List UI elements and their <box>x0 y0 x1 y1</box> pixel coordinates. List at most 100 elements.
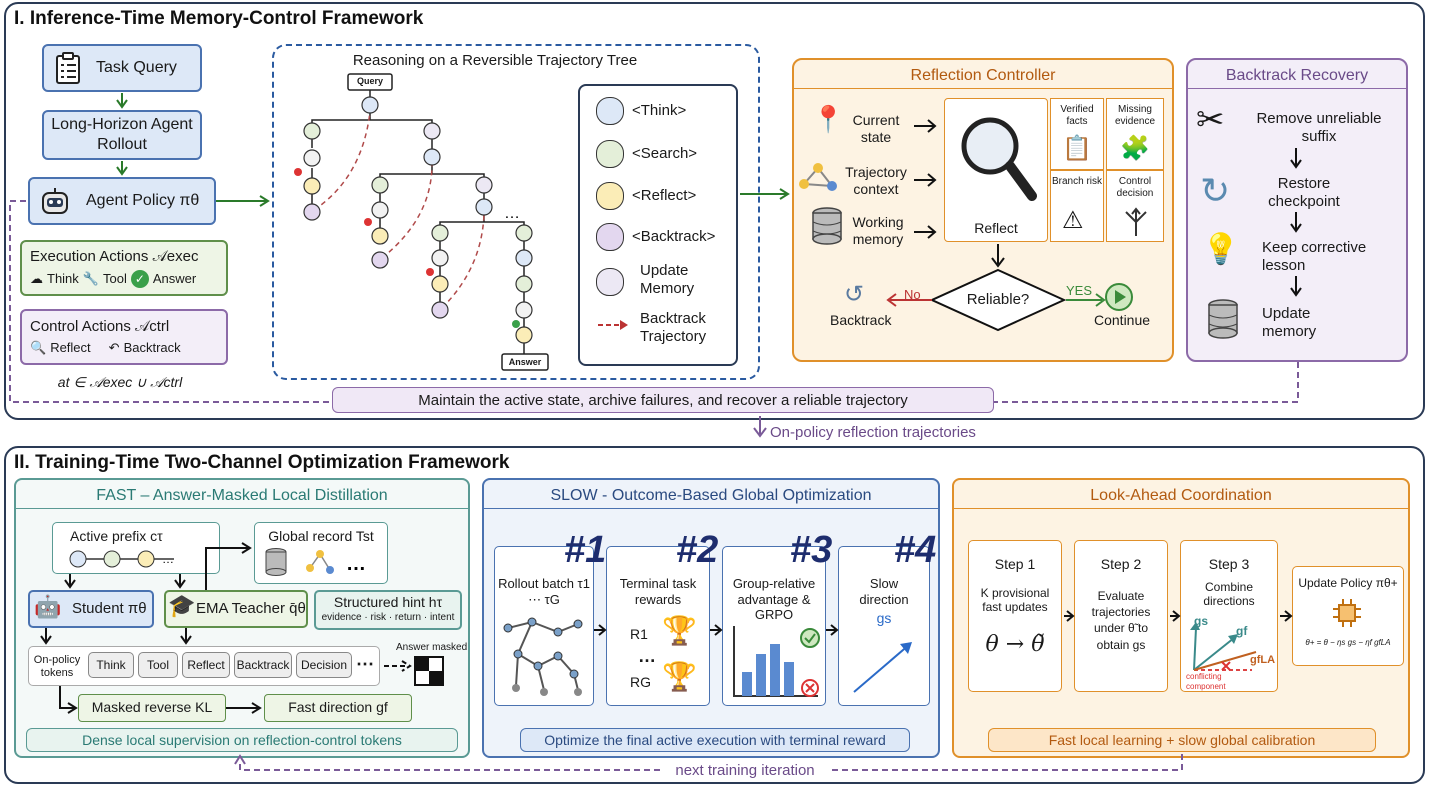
fast-footer-box <box>26 728 458 752</box>
restore-icon: ↻ <box>1200 170 1231 211</box>
token-decision: Decision <box>296 652 352 678</box>
puzzle-icon: 🧩 <box>1120 135 1150 162</box>
section2-panel <box>4 446 1425 784</box>
recovery-title-rule <box>1186 88 1408 89</box>
fast-connectors <box>40 542 412 714</box>
section2-title: II. Training-Time Two-Channel Optimizati… <box>14 452 510 473</box>
link-label: On-policy reflection trajectories <box>770 424 976 441</box>
fast-direction-box <box>264 694 412 722</box>
tree-legend <box>578 84 738 366</box>
card-missing <box>1106 98 1164 170</box>
la-step1-formula: θ → θ̃ <box>985 632 1045 657</box>
recovery-step-1: Remove unreliable suffix <box>1256 110 1382 145</box>
token-tool: Tool <box>138 652 178 678</box>
slow-step4-box <box>838 546 930 706</box>
legend-dashed-arrow-icon <box>598 320 628 330</box>
slow-step2-label: Terminal task rewards <box>619 576 697 607</box>
recovery-database-icon <box>1208 299 1238 339</box>
lookahead-footer-box <box>988 728 1376 752</box>
no-arrow <box>886 293 932 307</box>
recovery-step-3: Keep corrective lesson <box>1262 239 1367 274</box>
legend-backtrack-icon <box>596 223 624 251</box>
section1-connectors <box>9 93 1299 438</box>
combine-gfla: gfLA <box>1250 654 1276 666</box>
recovery-step-2: Restore checkpoint <box>1268 175 1340 210</box>
legend-reflect: <Reflect> <box>632 187 697 204</box>
la-step2-text: Evaluate trajectories under θ̃ to obtain… <box>1091 589 1151 652</box>
token-backtrack: Backtrack <box>234 652 292 678</box>
magnifier-icon: 🔍 <box>30 340 47 356</box>
svg-text:…: … <box>346 553 366 575</box>
trophy-icon-2: 🏆 <box>662 661 697 692</box>
la-step3-box <box>1180 540 1278 692</box>
hint-title: Structured hint hτ <box>333 594 443 610</box>
fast-direction-label: Fast direction gf <box>288 699 388 715</box>
update-policy-label: Update Policy πθ+ <box>1298 576 1398 590</box>
la-step2-title: Step 2 <box>1100 556 1142 572</box>
legend-think-icon <box>596 97 624 125</box>
card-missing-label: Missing evidence <box>1114 104 1156 127</box>
slow-title-rule <box>482 508 940 509</box>
kl-label: Masked reverse KL <box>91 699 213 715</box>
ctrl-actions-title: Control Actions 𝒜ctrl <box>30 317 170 335</box>
maintain-label: Maintain the active state, archive failu… <box>418 392 908 409</box>
slow-footer: Optimize the final active execution with… <box>544 732 886 748</box>
token-reflect: Reflect <box>182 652 230 678</box>
tree-panel <box>272 44 760 380</box>
answer-masked-label: Answer masked <box>396 642 468 653</box>
reflection-title-rule <box>792 88 1174 89</box>
large-magnifier-icon <box>961 117 1037 201</box>
prefix-label: Active prefix cτ <box>70 528 163 544</box>
robot-icon <box>42 188 68 214</box>
slow-num-1: #1 <box>564 529 607 571</box>
onpolicy-label: On-policy tokens <box>33 654 81 680</box>
legend-think: <Think> <box>632 102 687 119</box>
global-record-label: Global record Tst <box>268 528 374 544</box>
tree-answer-label: Answer <box>508 357 542 367</box>
la-step3-title: Step 3 <box>1208 556 1250 572</box>
la-step1-text: K provisional fast updates <box>980 586 1050 615</box>
input-current-state: Current state <box>852 112 900 145</box>
reflection-title: Reflection Controller <box>910 67 1056 84</box>
tokens-ellipsis: ⋯ <box>356 654 374 674</box>
input-arrows <box>914 119 937 239</box>
exec-answer: Answer <box>152 271 197 287</box>
wrench-icon: 🔧 <box>82 271 99 287</box>
undo-icon: ↶ <box>108 340 120 356</box>
agent-policy-box: Agent Policy πθ <box>28 177 216 225</box>
legend-memory: Update Memory <box>640 262 695 297</box>
lookahead-title: Look-Ahead Coordination <box>1090 487 1272 504</box>
masked-grid-icon <box>414 656 444 686</box>
location-pin-icon: 📍 <box>812 104 845 134</box>
tree-query-label: Query <box>356 76 383 86</box>
slow-step4-label: Slow direction <box>859 576 909 607</box>
ctrl-reflect: Reflect <box>50 340 91 356</box>
exec-tool: Tool <box>102 271 127 287</box>
svg-text:…: … <box>504 205 520 222</box>
la-step3-text: Combine directions <box>1203 580 1255 609</box>
task-query-box: Task Query <box>42 44 202 92</box>
slow-title: SLOW - Outcome-Based Global Optimization <box>550 487 872 504</box>
warning-icon: ⚠ <box>1062 207 1084 234</box>
action-formula: at ∈ 𝒜exec ∪ 𝒜ctrl <box>57 374 183 390</box>
reflect-center-label: Reflect <box>974 220 1018 236</box>
chip-icon <box>1333 599 1361 627</box>
token-think: Think <box>88 652 134 678</box>
decision-label: Reliable? <box>966 291 1030 308</box>
yes-arrow <box>1066 293 1106 307</box>
exec-think: Think <box>47 271 79 287</box>
card-verified <box>1050 98 1104 170</box>
next-iteration-loop <box>234 754 1183 771</box>
recovery-arrows <box>1290 148 1302 297</box>
legend-reflect-icon <box>596 182 624 210</box>
graph-icon <box>799 163 837 191</box>
prefix-chain-icon: … <box>69 550 174 568</box>
advantage-bars-icon <box>733 626 820 697</box>
recovery-title: Backtrack Recovery <box>1225 67 1369 84</box>
student-label: Student πθ <box>72 600 147 617</box>
database-icon <box>812 207 842 245</box>
rollout-box: Long-Horizon Agent Rollout <box>42 110 202 160</box>
student-box <box>28 590 154 628</box>
yes-label: YES <box>1066 283 1093 298</box>
hint-box <box>314 590 462 630</box>
